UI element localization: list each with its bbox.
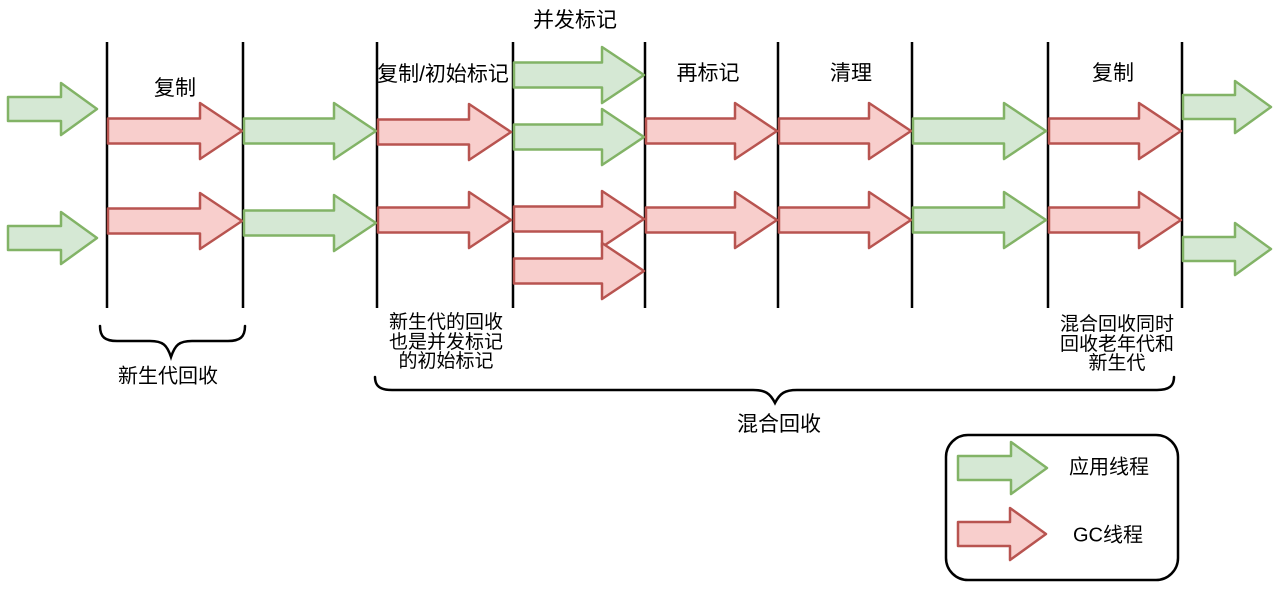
gc-thread-arrow xyxy=(644,190,779,250)
app-thread-arrow xyxy=(6,210,99,266)
phase-label-remark: 再标记 xyxy=(676,61,740,85)
app-thread-arrow xyxy=(956,440,1049,496)
app-thread-arrow xyxy=(512,45,646,105)
gc-thread-arrow xyxy=(1047,190,1183,250)
app-thread-arrow xyxy=(1181,221,1273,277)
legend-gc-thread-label: GC线程 xyxy=(1073,524,1143,547)
app-thread-arrow xyxy=(242,101,378,161)
concurrent-mark-title: 并发标记 xyxy=(533,8,617,32)
gc-thread-arrow xyxy=(512,241,646,301)
gc-thread-arrow xyxy=(106,191,244,251)
gc-thread-arrow xyxy=(1047,101,1183,161)
gc-thread-arrow xyxy=(956,506,1048,562)
gc-thread-arrow xyxy=(644,101,779,161)
mixed-gc-brace-label: 混合回收 xyxy=(737,412,821,436)
app-thread-arrow xyxy=(6,81,99,137)
mixed-gc-brace xyxy=(373,375,1176,406)
young-gc-brace xyxy=(98,324,247,361)
app-thread-arrow xyxy=(242,193,378,253)
gc-thread-arrow xyxy=(777,101,913,161)
phase-label-copy-initial-mark: 复制/初始标记 xyxy=(377,62,509,86)
gc-thread-arrow xyxy=(376,190,513,250)
gc-thread-arrow xyxy=(512,189,646,249)
phase-label-copy-2: 复制 xyxy=(1092,61,1134,85)
legend-app-thread-label: 应用线程 xyxy=(1069,456,1149,479)
gc-thread-arrow xyxy=(777,190,913,250)
gc-thread-arrow xyxy=(376,102,513,162)
thread-arrows xyxy=(6,45,1273,562)
app-thread-arrow xyxy=(512,107,646,167)
young-gc-brace-label: 新生代回收 xyxy=(118,365,218,388)
app-thread-arrow xyxy=(911,190,1048,250)
app-thread-arrow xyxy=(1181,79,1273,135)
app-thread-arrow xyxy=(911,101,1048,161)
gc-thread-arrow xyxy=(106,101,244,161)
phase-label-copy-1: 复制 xyxy=(154,76,196,100)
note-mixed-collection: 混合回收同时 回收老年代和 新生代 xyxy=(1059,313,1175,374)
note-initial-mark: 新生代的回收 也是并发标记 的初始标记 xyxy=(388,311,504,372)
phase-label-cleanup: 清理 xyxy=(830,61,872,85)
phase-boundary-lines xyxy=(105,42,1184,308)
